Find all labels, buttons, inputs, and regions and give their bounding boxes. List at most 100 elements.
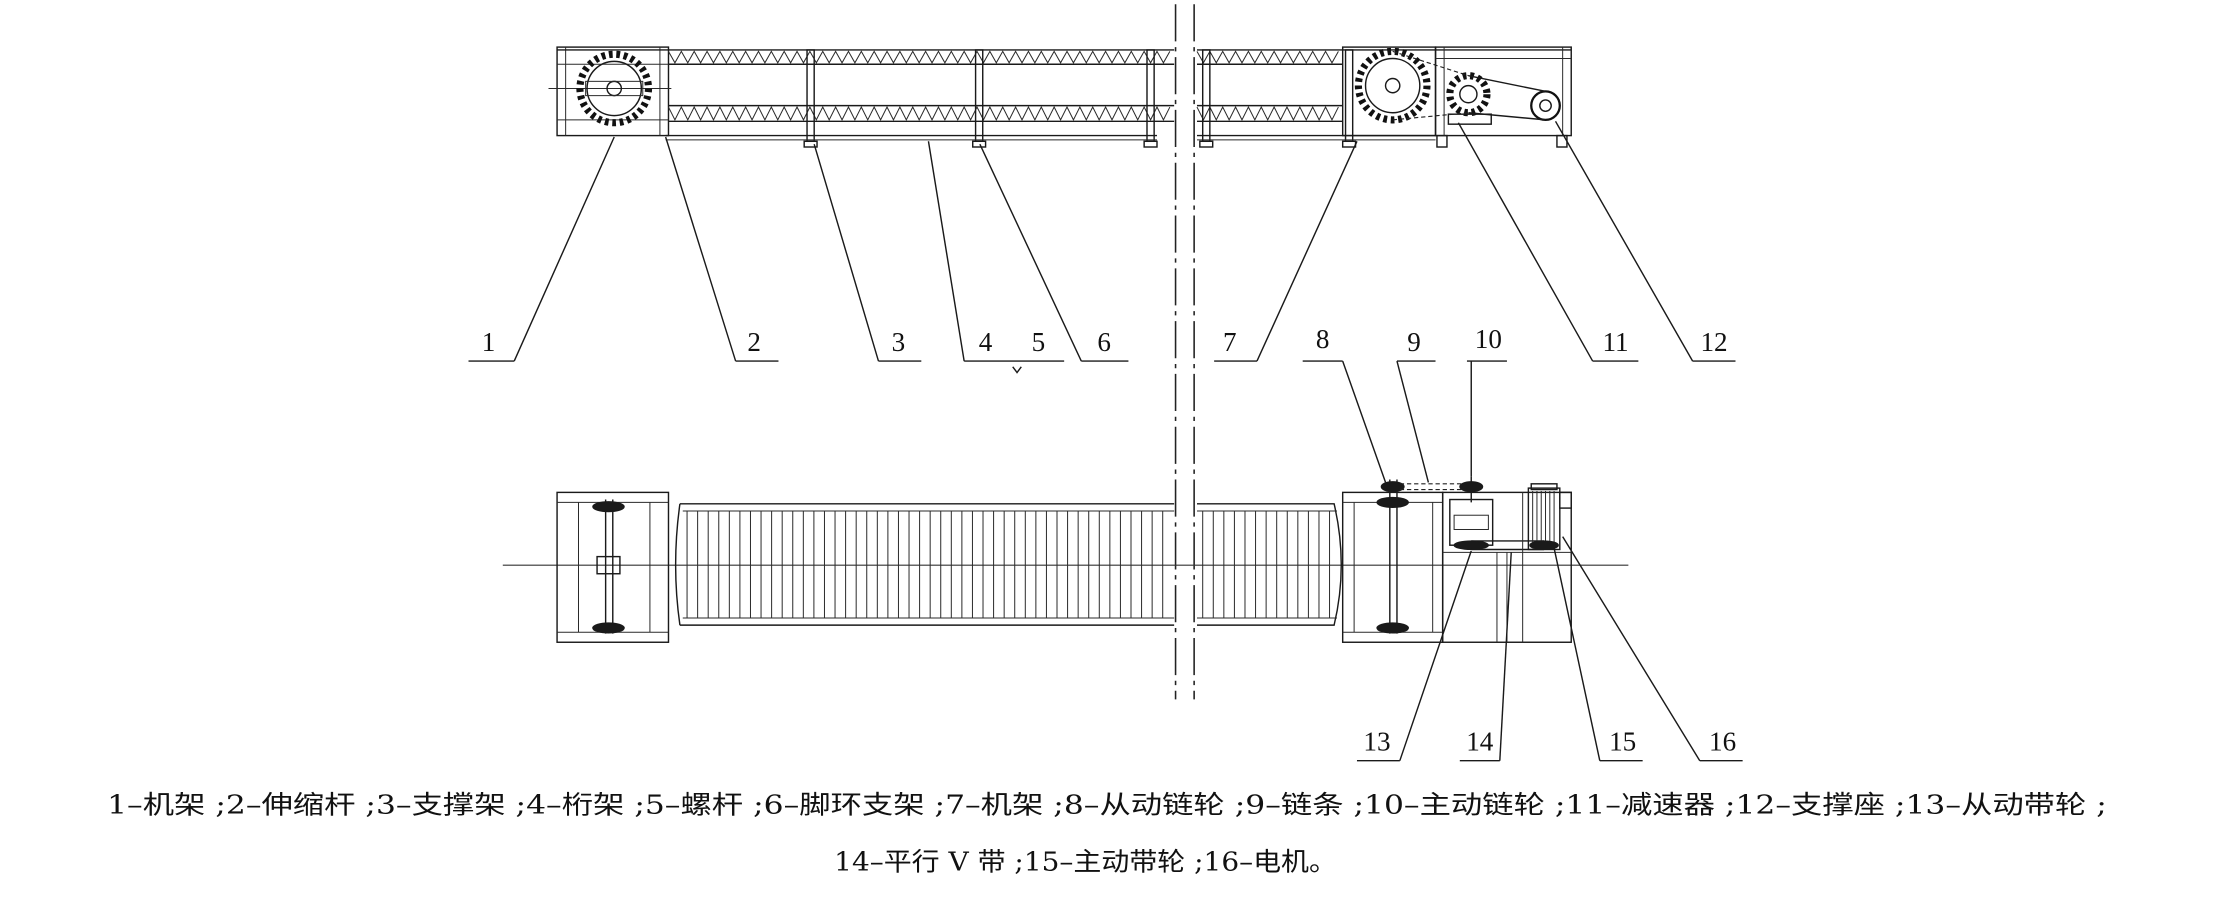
callout-leader [1499,552,1512,761]
callout-number: 8 [1316,324,1330,354]
chain-top-right [1196,50,1339,64]
callout-leader [813,143,880,362]
head-sprocket-hub [1384,77,1401,94]
callout-number: 13 [1363,727,1390,757]
callout-leader [1554,120,1694,362]
callout-number: 5 [1032,327,1046,357]
v-belt-lower [1468,112,1546,121]
caption-item: 7–机架 ; [945,791,1064,821]
callout-number: 10 [1475,324,1502,354]
figure-caption: 1–机架 ;2–伸缩杆 ;3–支撑架 ;4–桁架 ;5–螺杆 ;6–脚环支架 ;… [107,791,2107,878]
break-lines [1174,4,1195,700]
chain-link-zigzag [1196,105,1339,122]
frame-outline [1341,491,1444,643]
reducer-hub [1459,84,1478,104]
callout-number: 14 [1466,727,1494,757]
motor-cooling-fins [1532,490,1555,549]
callout-number: 2 [747,327,761,357]
plan-view [502,476,1629,643]
callout-leader [513,136,615,362]
chain-bottom-left [668,105,1171,122]
left-end-frame [548,46,672,137]
head-sprocket-plan [1376,496,1409,508]
caption-item: 9–链条 ; [1245,791,1364,821]
callout-number: 16 [1709,727,1736,757]
callout-number: 15 [1609,727,1636,757]
callout-number: 3 [892,327,906,357]
chain-bottom-right [1196,105,1339,122]
support-foot [1341,140,1357,148]
drive-base-plan [1399,476,1572,643]
sprocket-rim [586,60,643,117]
caption-line-2: 14–平行 V 带 ;15–主动带轮 ;16–电机。 [834,848,1337,878]
slat-belt-outline [674,503,1175,626]
callout-9: 9 [1396,327,1436,483]
callout-leader [1457,122,1594,362]
callout-10: 10 [1466,324,1507,477]
rails-left [557,49,1175,123]
driving-belt-pulley [1529,540,1559,551]
caption-item: 15–主动带轮 ; [1024,848,1204,878]
callout-15: 15 [1553,547,1643,762]
tail-sprocket-plan [592,622,625,634]
caption-item: 10–主动链轮 ; [1364,791,1565,821]
reducer-gear [1446,72,1491,117]
chain-top-left [668,50,1171,64]
motor-cap [1530,483,1558,491]
slats-right [1202,510,1331,618]
callout-14: 14 [1459,552,1512,762]
callout-leader [927,141,965,362]
callout-1: 1 [468,136,615,362]
callout-6: 6 [979,143,1129,362]
telescopic-rod [585,80,644,97]
caption-item: 3–支撑架 ; [376,791,526,821]
slat-belt-outline [1196,503,1342,626]
drive-chain-upper [1392,50,1469,77]
drive-chain-lower [1392,112,1469,121]
rails-right [1196,49,1572,123]
caption-line-1: 1–机架 ;2–伸缩杆 ;3–支撑架 ;4–桁架 ;5–螺杆 ;6–脚环支架 ;… [107,791,2107,821]
callout-number: 6 [1097,327,1111,357]
slat-conveyor-right [1196,503,1342,626]
callout-13: 13 [1356,550,1472,762]
callout-leader [1562,536,1701,762]
callout-leader [1342,360,1387,483]
tail-sprocket [576,50,653,127]
side-elevation-view [548,46,1572,148]
callouts: 1 2 3 4 5 6 7 [468,120,1743,762]
callout-11: 11 [1457,122,1639,362]
callout-tick [1012,366,1022,374]
callout-leader [1553,547,1601,761]
callout-number: 1 [482,327,496,357]
motor-mount [1559,491,1572,509]
support-foot [1143,140,1158,148]
head-sprocket-rim [1364,57,1421,114]
callout-leader [1256,140,1358,362]
v-belt-upper [1468,74,1546,93]
caption-item: 11–减速器 ; [1565,791,1735,821]
reducer-detail [1453,514,1489,530]
callout-2: 2 [664,136,779,362]
support-foot [803,140,818,148]
left-end-frame-plan [556,491,670,643]
callout-3: 3 [813,143,922,362]
support-foot [1199,140,1214,148]
chain-link-zigzag [1196,50,1339,64]
caption-item: 16–电机。 [1204,848,1337,878]
driven-chain-sprocket [1380,481,1405,493]
callout-8: 8 [1302,324,1387,483]
caption-item: 13–从动带轮 ; [1906,791,2107,821]
chain-link-zigzag [668,105,1171,122]
motor-pulley-hub [1539,99,1552,113]
sprocket-teeth [576,50,653,127]
callout-12: 12 [1554,120,1736,362]
head-sprocket-teeth [1354,47,1431,124]
chain-link-zigzag [668,50,1171,64]
head-sprocket-plan [1376,622,1409,634]
callout-leader [664,136,737,362]
motor-pulley [1530,90,1561,122]
callout-number: 9 [1407,327,1421,357]
caption-item: 6–脚环支架 ; [764,791,945,821]
caption-item: 4–桁架 ; [526,791,645,821]
